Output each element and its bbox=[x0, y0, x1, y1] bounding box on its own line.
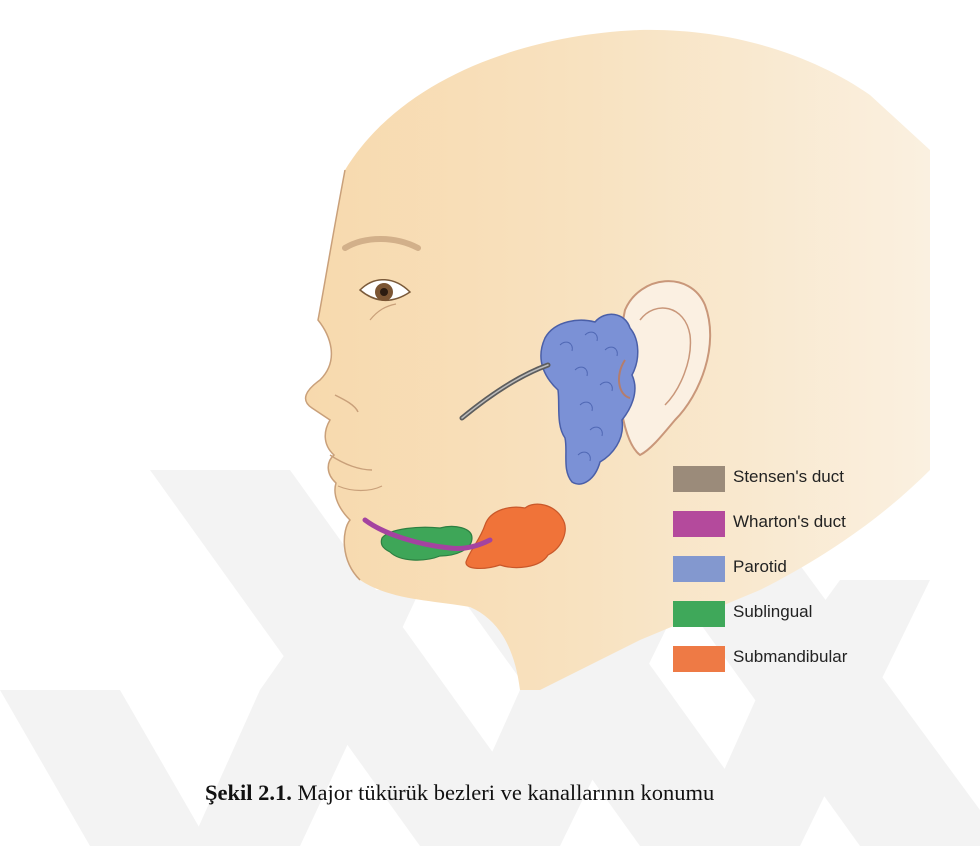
legend-item-submandibular: Submandibular bbox=[673, 638, 933, 683]
legend-item-stensens-duct: Stensen's duct bbox=[673, 458, 933, 503]
caption-text: Major tükürük bezleri ve kanallarının ko… bbox=[292, 780, 714, 805]
figure-caption: Şekil 2.1. Major tükürük bezleri ve kana… bbox=[205, 780, 965, 806]
figure-number: Şekil 2.1. bbox=[205, 780, 292, 805]
legend-item-whartons-duct: Wharton's duct bbox=[673, 503, 933, 548]
legend-swatch bbox=[673, 601, 725, 627]
legend: Stensen's duct Wharton's duct Parotid Su… bbox=[673, 458, 933, 683]
legend-item-sublingual: Sublingual bbox=[673, 593, 933, 638]
legend-swatch bbox=[673, 511, 725, 537]
legend-label: Wharton's duct bbox=[733, 512, 846, 532]
legend-label: Stensen's duct bbox=[733, 467, 844, 487]
legend-label: Parotid bbox=[733, 557, 787, 577]
legend-item-parotid: Parotid bbox=[673, 548, 933, 593]
legend-swatch bbox=[673, 556, 725, 582]
legend-label: Submandibular bbox=[733, 647, 847, 667]
legend-swatch bbox=[673, 466, 725, 492]
legend-swatch bbox=[673, 646, 725, 672]
legend-label: Sublingual bbox=[733, 602, 812, 622]
